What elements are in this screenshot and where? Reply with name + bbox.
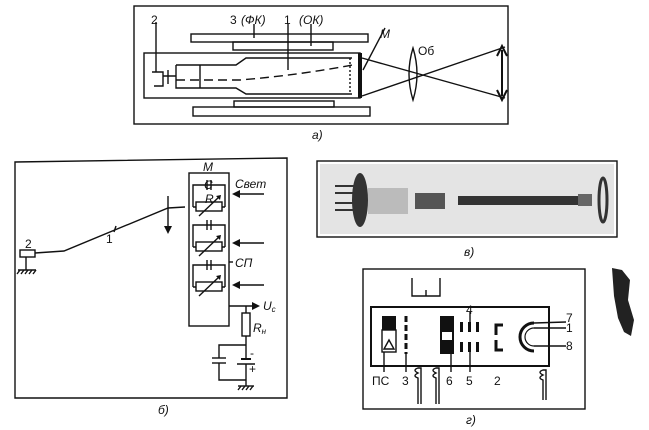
label-plus: + xyxy=(249,362,256,376)
target-arc-7 xyxy=(518,321,535,353)
focus-coil-upper xyxy=(190,33,369,43)
panel-v-frame xyxy=(316,160,618,238)
ground-hatch xyxy=(16,269,37,275)
panel-g-frame xyxy=(362,268,586,410)
label-ps: ПС xyxy=(372,374,390,388)
panel-g: 4 7 1 8 ПС 3 6 5 2 г) xyxy=(362,268,586,427)
tube-outline-g xyxy=(370,306,550,367)
target-box xyxy=(188,172,230,327)
label-load: Rн xyxy=(253,321,267,336)
label-gun: 2 xyxy=(151,13,158,27)
target-plate xyxy=(358,53,362,98)
deflect-coil-upper xyxy=(232,41,334,51)
cell-1 xyxy=(192,180,226,217)
panel-b-frame xyxy=(14,157,288,399)
label-minus: - xyxy=(250,346,254,360)
label-resistance: R xyxy=(205,192,214,206)
label-signal: Uc xyxy=(263,299,276,314)
label-5: 5 xyxy=(466,374,473,388)
leader-m xyxy=(362,27,386,71)
photo-sensor-light xyxy=(381,329,397,353)
label-lens: Об xyxy=(418,44,434,58)
cell-2 xyxy=(192,220,226,257)
bracket-electrode xyxy=(494,323,503,352)
object-arrow-heads xyxy=(496,43,508,103)
label-2: 2 xyxy=(494,374,501,388)
gun-block xyxy=(19,249,36,258)
label-4: 4 xyxy=(466,303,473,317)
label-beam: 1 xyxy=(284,13,291,27)
label-8: 8 xyxy=(566,339,573,353)
ray-1 xyxy=(361,57,506,99)
label-3: 3 xyxy=(402,374,409,388)
label-gun-b: 2 xyxy=(25,237,32,251)
label-capacitance: C xyxy=(204,178,213,192)
beam-path xyxy=(34,206,186,254)
photo-sensor-dark xyxy=(382,316,396,330)
tube-base xyxy=(352,173,368,227)
label-light: Свет xyxy=(235,177,266,191)
label-focus-coil: (ФК) xyxy=(241,13,266,27)
focus-coil-lower xyxy=(192,106,371,117)
label-6: 6 xyxy=(446,374,453,388)
panel-a-frame xyxy=(133,5,509,125)
electron-gun-photo xyxy=(415,193,445,209)
electron-gun xyxy=(152,70,176,87)
panel-v: в) xyxy=(316,160,618,259)
cell-3 xyxy=(192,260,226,297)
scan-artifact xyxy=(612,268,634,336)
label-photolayer: СП xyxy=(235,256,253,270)
label-target: М xyxy=(380,27,390,41)
electrode-cylinder xyxy=(175,57,352,95)
electron-beam xyxy=(176,64,353,81)
target-arc-1 xyxy=(524,327,535,347)
label-deflect-coil: (ОК) xyxy=(299,13,323,27)
caption-v: в) xyxy=(464,245,474,259)
signal-arrow xyxy=(252,302,260,310)
label-coil-system: 3 xyxy=(230,13,237,27)
panel-a: 2 3 (ФК) 1 (ОК) М Об а) xyxy=(133,5,509,142)
caption-a: а) xyxy=(312,128,323,142)
label-target-b: М xyxy=(203,160,213,174)
scan-arrow-head xyxy=(164,226,172,234)
label-7: 7 xyxy=(566,311,573,325)
panel-b: 2 1 М C R Свет СП Uc Rн - + б) xyxy=(14,157,288,417)
ground-wire xyxy=(218,363,247,386)
pin-spring-2 xyxy=(432,367,440,404)
pin-spring-1 xyxy=(414,367,422,404)
objective-lens xyxy=(408,45,418,103)
tube-cylinder-photo xyxy=(458,196,578,205)
label-1: 1 xyxy=(566,321,573,335)
load-wire xyxy=(218,336,247,359)
load-resistor xyxy=(241,312,251,337)
label-beam-b: 1 xyxy=(106,232,113,246)
leader-beam-1 xyxy=(113,225,117,233)
deflect-coil-lower xyxy=(233,100,335,108)
coil-symbol-top xyxy=(411,278,441,297)
electrodes-4-5 xyxy=(460,322,479,352)
caption-g: г) xyxy=(466,413,476,427)
caption-b: б) xyxy=(158,403,169,417)
pin-spring-3 xyxy=(539,369,547,400)
tube-faceplate xyxy=(597,176,609,224)
ray-2 xyxy=(361,46,506,97)
